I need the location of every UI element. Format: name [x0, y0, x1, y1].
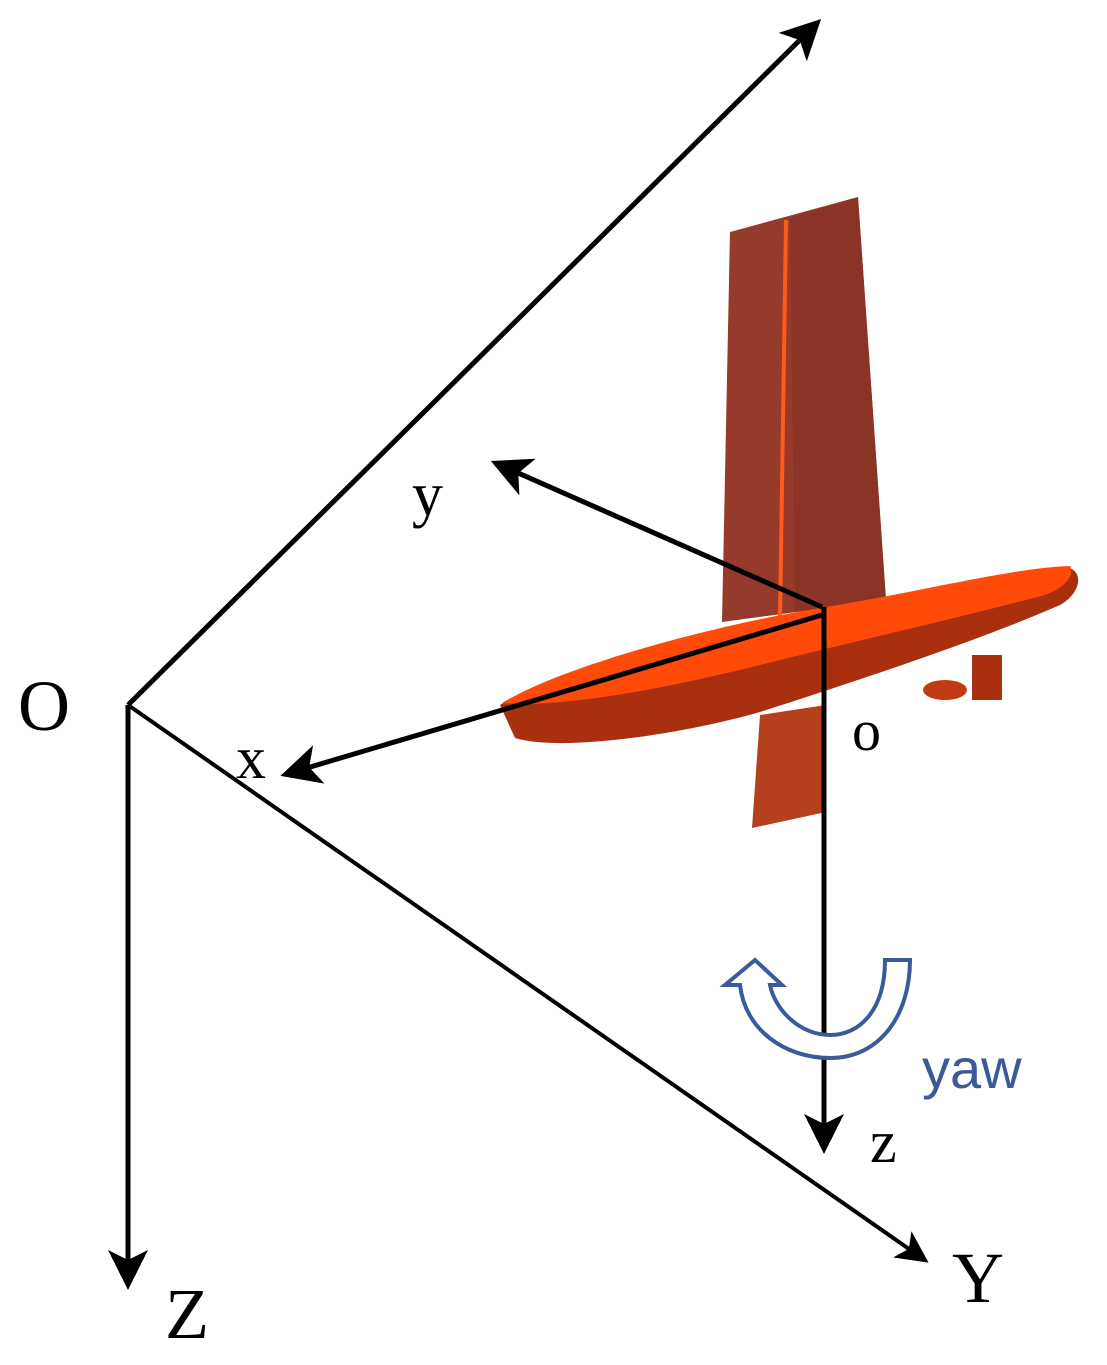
- body-y-axis: [490, 458, 824, 610]
- label-inertial-y: Y: [952, 1238, 1004, 1318]
- inertial-x-axis: [126, 18, 822, 707]
- label-yaw: yaw: [922, 1037, 1022, 1100]
- body-x-axis: [280, 612, 823, 784]
- label-body-z: z: [870, 1109, 897, 1175]
- label-inertial-z: Z: [165, 1274, 209, 1354]
- yaw-arrow-icon: [719, 957, 913, 1061]
- sail-shadow: [790, 197, 886, 612]
- inertial-frame: [108, 18, 929, 1290]
- label-inertial-origin: O: [18, 666, 70, 746]
- label-body-origin: o: [852, 698, 881, 763]
- label-body-y: y: [412, 461, 443, 529]
- vessel-model: [500, 197, 1079, 828]
- inertial-y-axis: [126, 703, 929, 1263]
- mast: [778, 219, 788, 621]
- label-body-x: x: [236, 725, 266, 791]
- rudder: [923, 655, 1002, 700]
- keel: [752, 705, 826, 828]
